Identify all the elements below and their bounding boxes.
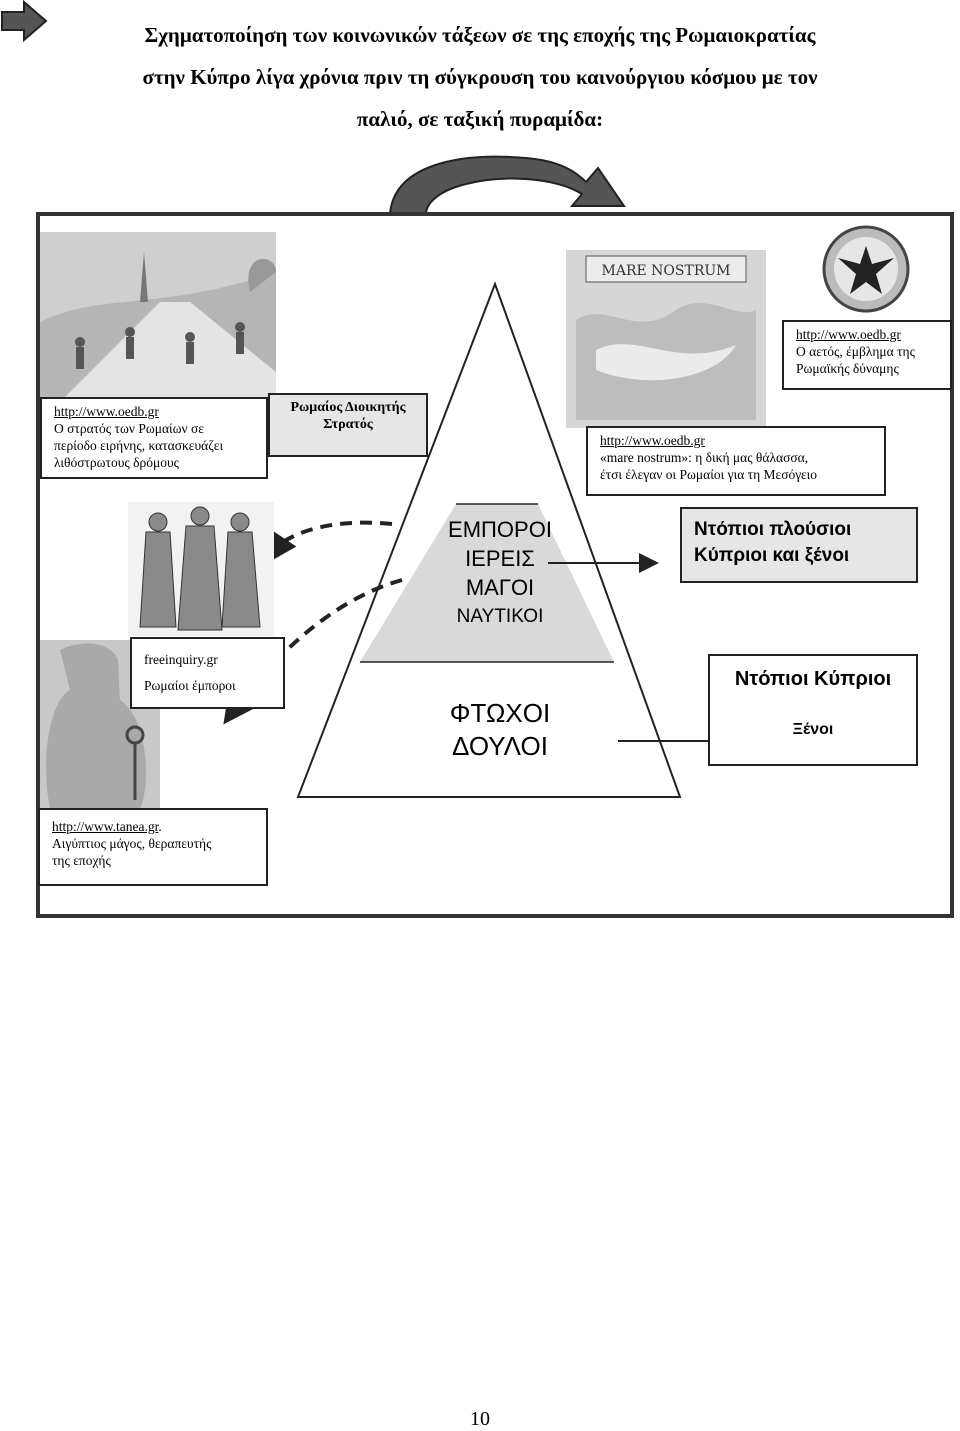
roman-eagle-image	[818, 224, 914, 314]
label-priests: ΙΕΡΕΙΣ	[465, 546, 535, 571]
pyramid-top	[456, 284, 538, 504]
label-slaves: ΔΟΥΛΟΙ	[452, 731, 548, 761]
caption-merchants-link[interactable]: freeinquiry.gr	[144, 652, 218, 667]
dashed-arrow-merchants	[257, 520, 393, 569]
caption-mare: http://www.oedb.gr «mare nostrum»: η δικ…	[586, 426, 886, 496]
pyramid-middle	[360, 504, 614, 662]
title-line-3: παλιό, σε ταξική πυραμίδα:	[356, 107, 604, 131]
caption-roads-link[interactable]: http://www.oedb.gr	[54, 404, 159, 419]
box-poor: Ντόπιοι Κύπριοι Ξένοι	[708, 654, 918, 766]
page-title: Σχηματοποίηση των κοινωνικών τάξεων σε τ…	[60, 14, 900, 140]
caption-roads: http://www.oedb.gr Ο στρατός των Ρωμαίων…	[40, 397, 268, 479]
pyramid-bottom	[298, 662, 680, 797]
caption-eagle-link[interactable]: http://www.oedb.gr	[796, 327, 901, 342]
page-number: 10	[470, 1408, 490, 1430]
caption-top-label: Ρωμαίος Διοικητής Στρατός	[268, 393, 428, 457]
class-pyramid	[296, 281, 682, 798]
label-merchants: ΕΜΠΟΡΟΙ	[448, 517, 552, 542]
roman-road-builders-image	[40, 232, 276, 402]
pyramid-bottom-labels: ΦΤΩΧΟΙ ΔΟΥΛΟΙ	[410, 697, 590, 763]
diagram-frame	[36, 212, 954, 918]
label-sailors: ΝΑΥΤΙΚΟΙ	[456, 606, 544, 627]
caption-magus: http://www.tanea.gr. Αιγύπτιος μάγος, θε…	[38, 808, 268, 886]
roman-merchants-image	[128, 502, 274, 636]
pyramid-middle-labels: ΕΜΠΟΡΟΙ ΙΕΡΕΙΣ ΜΑΓΟΙ ΝΑΥΤΙΚΟΙ	[410, 515, 590, 631]
mare-nostrum-map-image: MARE NOSTRUM	[566, 250, 766, 428]
box-rich: Ντόπιοι πλούσιοι Κύπριοι και ξένοι	[680, 507, 918, 583]
caption-magus-link[interactable]: http://www.tanea.gr	[52, 819, 159, 834]
caption-merchants: freeinquiry.gr Ρωμαίοι έμποροι	[130, 637, 285, 709]
svg-text:MARE NOSTRUM: MARE NOSTRUM	[602, 263, 731, 279]
label-magi: ΜΑΓΟΙ	[465, 575, 535, 600]
dashed-arrow-magus	[223, 578, 403, 725]
label-poor: ΦΤΩΧΟΙ	[449, 698, 551, 728]
title-line-1: Σχηματοποίηση των κοινωνικών τάξεων σε τ…	[144, 23, 816, 47]
arrow-right-icon	[1, 0, 48, 42]
caption-mare-link[interactable]: http://www.oedb.gr	[600, 433, 705, 448]
caption-eagle: http://www.oedb.gr Ο αετός, έμβλημα της …	[782, 320, 952, 390]
title-line-2: στην Κύπρο λίγα χρόνια πριν τη σύγκρουση…	[142, 65, 818, 89]
curved-arrow-icon	[388, 155, 626, 215]
